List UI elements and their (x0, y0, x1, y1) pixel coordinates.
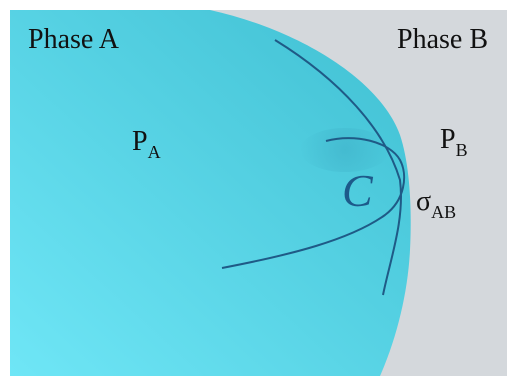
phase-a-region (10, 10, 411, 376)
pressure-a-symbol: P (132, 126, 148, 157)
pressure-b-label: PB (440, 124, 468, 160)
surface-tension-label: σAB (416, 186, 456, 222)
curvature-line-vertical (274, 39, 402, 296)
curvature-line-horizontal (221, 137, 406, 269)
phase-a-label: Phase A (28, 24, 120, 55)
pressure-b-symbol: P (440, 124, 456, 155)
curvature-highlight (300, 128, 390, 172)
phase-b-label: Phase B (397, 24, 488, 55)
curvature-label: C (342, 165, 374, 216)
pressure-b-subscript: B (456, 140, 468, 160)
pressure-a-label: PA (132, 126, 161, 162)
surface-tension-subscript: AB (431, 202, 456, 222)
pressure-a-subscript: A (148, 142, 161, 162)
surface-tension-symbol: σ (416, 186, 431, 217)
